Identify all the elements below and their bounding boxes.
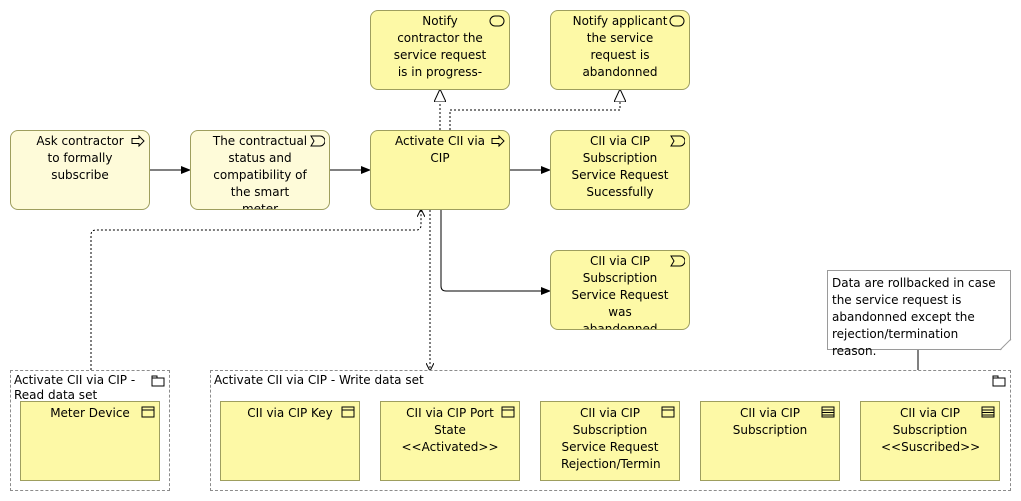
subscription-suscribed-label: CII via CIP Subscription <<Suscribed>> (881, 406, 981, 454)
read-group-label: Activate CII via CIP - Read data set (14, 373, 136, 402)
abandoned-event-label: CII via CIP Subscription Service Request… (571, 254, 669, 330)
data-object-icon (501, 406, 515, 418)
access-read-to-activate (90, 210, 421, 370)
process-arrow-icon (131, 135, 145, 147)
contractual-status-label: The contractual status and compatibility… (212, 134, 308, 210)
meter-device-label: Meter Device (50, 406, 130, 420)
data-object-icon (341, 406, 355, 418)
artifact-table-icon (821, 406, 835, 418)
subscription-suscribed-object[interactable]: CII via CIP Subscription <<Suscribed>> (860, 401, 1000, 481)
flow-activate-to-abandoned (440, 210, 551, 295)
notify-applicant-label: Notify applicant the service request is … (572, 14, 668, 79)
port-state-label: CII via CIP Port State <<Activated>> (401, 406, 499, 454)
service-icon (669, 15, 685, 27)
notify-contractor-label: Notify contractor the service request is… (393, 14, 487, 79)
abandoned-event[interactable]: CII via CIP Subscription Service Request… (550, 250, 690, 330)
notify-contractor-service[interactable]: Notify contractor the service request is… (370, 10, 510, 90)
notify-applicant-service[interactable]: Notify applicant the service request is … (550, 10, 690, 90)
ask-contractor-label: Ask contractor to formally subscribe (36, 134, 124, 182)
rejection-object[interactable]: CII via CIP Subscription Service Request… (540, 401, 680, 481)
service-icon (489, 15, 505, 27)
activate-cii-process[interactable]: Activate CII via CIP (370, 130, 510, 210)
success-event-label: CII via CIP Subscription Service Request… (571, 134, 669, 199)
realization-to-notify-applicant (449, 89, 620, 130)
event-icon (670, 255, 685, 267)
write-group-label: Activate CII via CIP - Write data set (214, 373, 424, 387)
ask-contractor-process[interactable]: Ask contractor to formally subscribe (10, 130, 150, 210)
rollback-note-text: Data are rollbacked in case the service … (832, 276, 996, 358)
process-arrow-icon (491, 135, 505, 147)
note-corner-fold (1000, 339, 1012, 351)
data-object-icon (661, 406, 675, 418)
artifact-table-icon (981, 406, 995, 418)
rejection-label: CII via CIP Subscription Service Request… (561, 406, 661, 471)
folder-icon (992, 375, 1006, 387)
success-event[interactable]: CII via CIP Subscription Service Request… (550, 130, 690, 210)
subscription-object[interactable]: CII via CIP Subscription (700, 401, 840, 481)
port-state-object[interactable]: CII via CIP Port State <<Activated>> (380, 401, 520, 481)
data-object-icon (141, 406, 155, 418)
cii-key-object[interactable]: CII via CIP Key (220, 401, 360, 481)
rollback-note[interactable]: Data are rollbacked in case the service … (827, 270, 1011, 358)
contractual-status-event[interactable]: The contractual status and compatibility… (190, 130, 330, 210)
subscription-label: CII via CIP Subscription (732, 406, 808, 437)
event-icon (310, 135, 325, 147)
cii-key-label: CII via CIP Key (247, 406, 333, 420)
meter-device-object[interactable]: Meter Device (20, 401, 160, 481)
event-icon (670, 135, 685, 147)
activate-cii-label: Activate CII via CIP (394, 134, 486, 165)
folder-icon (151, 375, 165, 387)
